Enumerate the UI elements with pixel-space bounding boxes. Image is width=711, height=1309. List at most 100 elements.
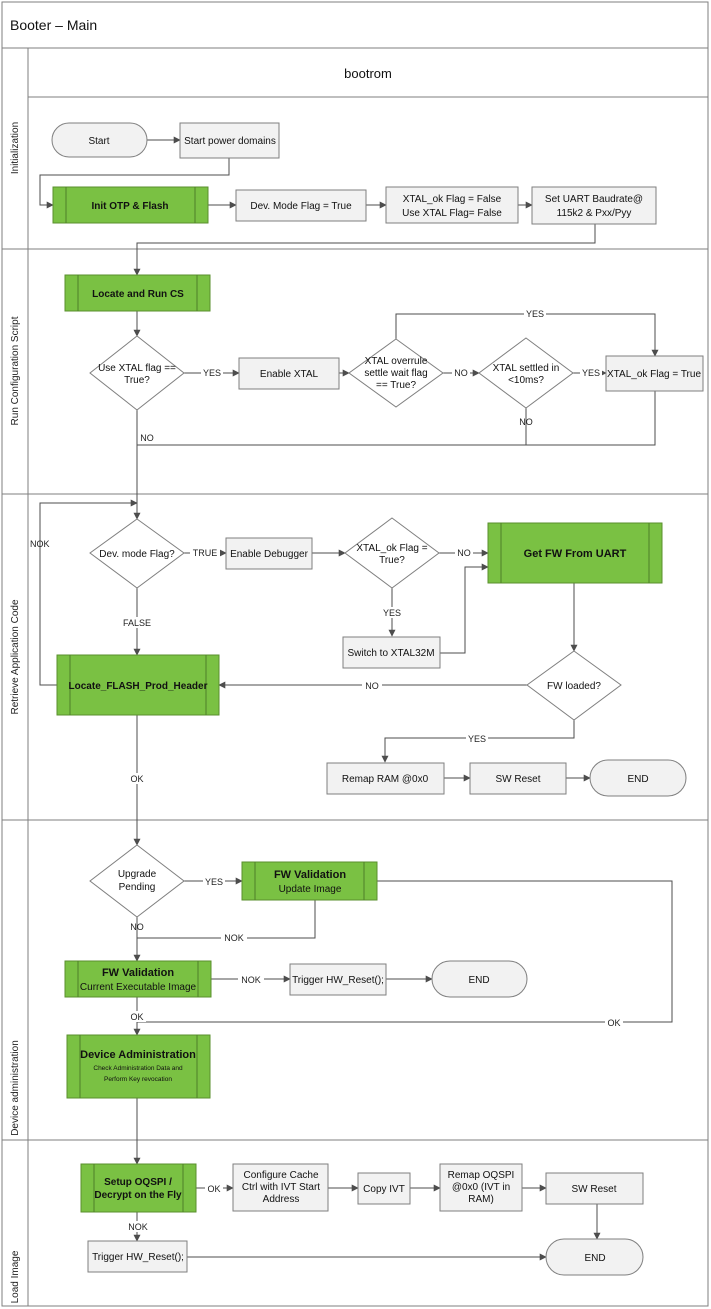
node-end-2[interactable]: END <box>431 960 528 998</box>
edge-label-no: NO <box>365 681 379 691</box>
node-xtal-settled-decision[interactable]: XTAL settled in <10ms? <box>478 337 574 409</box>
node-switch-xtal-label: Switch to XTAL32M <box>347 648 434 659</box>
node-enable-debugger-label: Enable Debugger <box>230 549 309 560</box>
node-locate-flash-label: Locate_FLASH_Prod_Header <box>69 681 208 692</box>
node-locate-flash[interactable]: Locate_FLASH_Prod_Header <box>56 654 220 716</box>
node-init-otp-label: Init OTP & Flash <box>91 201 168 212</box>
node-fw-loaded-q-label: FW loaded? <box>547 681 601 692</box>
edge-switch-getfw <box>440 563 489 654</box>
edge-label-nok: NOK <box>128 1222 148 1232</box>
edge-label-ok: OK <box>130 774 143 784</box>
node-xtal-ok-decision[interactable]: XTAL_ok Flag = True? <box>344 517 440 589</box>
node-remap-ram[interactable]: Remap RAM @0x0 <box>326 762 445 795</box>
column-header-label: bootrom <box>344 66 392 81</box>
node-copy-ivt[interactable]: Copy IVT <box>357 1172 411 1205</box>
node-fw-validation-update[interactable]: FW Validation Update Image <box>241 861 378 901</box>
node-remap-oqspi-line2: @0x0 (IVT in <box>452 1182 510 1193</box>
node-xtal-ok-q-line2: True? <box>379 555 405 566</box>
node-get-fw-uart-label: Get FW From UART <box>524 548 627 560</box>
node-sw-reset-2[interactable]: SW Reset <box>545 1172 644 1205</box>
node-upgrade-line2: Pending <box>119 882 156 893</box>
node-trigger-hw-1-label: Trigger HW_Reset(); <box>292 975 384 986</box>
edge-label-true: TRUE <box>193 548 218 558</box>
edge-xtalokt-merge <box>526 391 656 446</box>
edge-label-yes: YES <box>205 877 223 887</box>
edge-label-ok: OK <box>130 1012 143 1022</box>
node-remap-ram-label: Remap RAM @0x0 <box>342 774 429 785</box>
node-dev-mode-true[interactable]: Dev. Mode Flag = True <box>235 189 367 222</box>
node-trigger-hw-2-label: Trigger HW_Reset(); <box>92 1252 184 1263</box>
node-fw-val-update-sub: Update Image <box>279 884 342 895</box>
node-xtal-overrule-line3: == True? <box>376 380 416 391</box>
node-xtal-ok-true-label: XTAL_ok Flag = True <box>607 369 701 380</box>
node-enable-debugger[interactable]: Enable Debugger <box>225 537 313 570</box>
node-trigger-hw-reset-1[interactable]: Trigger HW_Reset(); <box>289 963 387 996</box>
node-fw-val-update-title: FW Validation <box>274 869 346 881</box>
node-locate-run-cs[interactable]: Locate and Run CS <box>64 274 211 312</box>
edge-label-ok: OK <box>607 1018 620 1028</box>
node-upgrade-decision[interactable]: Upgrade Pending <box>89 844 185 918</box>
node-sw-reset-1[interactable]: SW Reset <box>469 762 567 795</box>
node-device-admin-sub1: Check Administration Data and <box>93 1065 183 1072</box>
edge-label-false: FALSE <box>123 618 151 628</box>
node-setup-oqspi-line2: Decrypt on the Fly <box>94 1190 182 1201</box>
node-end-2-label: END <box>468 975 489 986</box>
edge-label-no: NO <box>454 368 468 378</box>
node-set-uart-line2: 115k2 & Pxx/Pyy <box>557 208 632 219</box>
lane-title-device-admin: Device administration <box>10 1040 21 1136</box>
node-configure-cache-line3: Address <box>263 1194 300 1205</box>
edge-label-yes: YES <box>582 368 600 378</box>
edge-label-nok: NOK <box>241 975 261 985</box>
edge-fwupdate-ok <box>137 880 673 1023</box>
node-start-label: Start <box>88 136 109 147</box>
node-switch-xtal[interactable]: Switch to XTAL32M <box>342 636 441 669</box>
edge-power-init <box>39 158 230 209</box>
edge-label-nok: NOK <box>224 933 244 943</box>
node-setup-oqspi[interactable]: Setup OQSPI / Decrypt on the Fly <box>80 1163 197 1213</box>
node-dev-mode-decision[interactable]: Dev. mode Flag? <box>89 518 185 589</box>
node-device-admin-title: Device Administration <box>80 1049 196 1061</box>
edge-label-no: NO <box>457 548 471 558</box>
node-xtal-ok-false[interactable]: XTAL_ok Flag = False Use XTAL Flag= Fals… <box>385 186 519 224</box>
diagram-header <box>1 1 709 49</box>
edge-label-nok: NOK <box>30 539 50 549</box>
node-start-power-label: Start power domains <box>184 136 276 147</box>
node-xtal-ok-true[interactable]: XTAL_ok Flag = True <box>605 355 704 392</box>
node-fw-validation-current[interactable]: FW Validation Current Executable Image <box>64 960 212 998</box>
lane-title-retrieve: Retrieve Application Code <box>10 599 21 715</box>
node-end-3-label: END <box>584 1253 605 1264</box>
edge-label-yes: YES <box>203 368 221 378</box>
node-set-uart[interactable]: Set UART Baudrate@ 115k2 & Pxx/Pyy <box>531 186 657 225</box>
node-configure-cache[interactable]: Configure Cache Ctrl with IVT Start Addr… <box>232 1163 329 1212</box>
node-fw-val-current-sub: Current Executable Image <box>80 982 197 993</box>
node-remap-oqspi[interactable]: Remap OQSPI @0x0 (IVT in RAM) <box>439 1163 523 1212</box>
edge-label-yes: YES <box>383 608 401 618</box>
node-end-1[interactable]: END <box>589 759 687 797</box>
node-end-1-label: END <box>627 774 648 785</box>
node-start[interactable]: Start <box>51 122 148 158</box>
node-start-power[interactable]: Start power domains <box>179 122 280 159</box>
node-fw-loaded-decision[interactable]: FW loaded? <box>526 650 622 721</box>
node-xtal-settled-line1: XTAL settled in <box>493 363 560 374</box>
node-xtal-overrule-decision[interactable]: XTAL overrule settle wait flag == True? <box>348 338 444 408</box>
node-init-otp[interactable]: Init OTP & Flash <box>52 186 209 224</box>
lane-title-run-cs: Run Configuration Script <box>10 316 21 425</box>
node-setup-oqspi-line1: Setup OQSPI / <box>104 1177 172 1188</box>
node-get-fw-uart[interactable]: Get FW From UART <box>487 522 663 584</box>
node-device-administration[interactable]: Device Administration Check Administrati… <box>66 1034 211 1099</box>
node-end-3[interactable]: END <box>545 1238 644 1276</box>
node-remap-oqspi-line1: Remap OQSPI <box>448 1170 515 1181</box>
lane-title-load-image: Load Image <box>10 1250 21 1303</box>
node-locate-run-cs-label: Locate and Run CS <box>92 289 184 300</box>
node-use-xtal-line1: Use XTAL flag == <box>98 363 176 374</box>
node-use-xtal-line2: True? <box>124 375 150 386</box>
node-use-xtal-decision[interactable]: Use XTAL flag == True? <box>89 335 185 411</box>
node-enable-xtal[interactable]: Enable XTAL <box>238 357 340 390</box>
node-fw-val-current-title: FW Validation <box>102 967 174 979</box>
node-remap-oqspi-line3: RAM) <box>468 1194 494 1205</box>
node-set-uart-line1: Set UART Baudrate@ <box>545 194 643 205</box>
edge-uart-cs <box>133 224 596 276</box>
node-trigger-hw-reset-2[interactable]: Trigger HW_Reset(); <box>87 1240 188 1273</box>
column-header <box>27 47 709 98</box>
